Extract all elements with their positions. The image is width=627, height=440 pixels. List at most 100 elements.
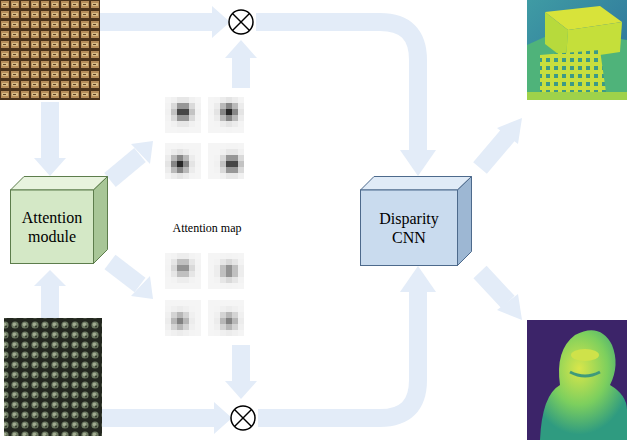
attention-cell [226,97,232,103]
attention-cell [165,283,171,289]
attention-cell [226,306,232,312]
attention-cell [183,283,189,289]
attention-cell [208,109,214,115]
box-side-face [94,177,108,264]
attention-cell [220,97,226,103]
attention-cell [220,115,226,121]
attention-cell [232,300,238,306]
attention-cell [232,265,238,271]
attention-cell [177,324,183,330]
attention-cell [165,167,171,173]
attention-cell [232,253,238,259]
attention-cell [165,149,171,155]
attention-cell [189,318,195,324]
attention-cell [220,127,226,133]
attention-cell [195,155,201,161]
attention-cell [189,97,195,103]
attention-cell [238,97,244,103]
attention-cell [171,127,177,133]
attention-cell [208,271,214,277]
attention-cell [232,330,238,336]
attention-cell [238,115,244,121]
attention-cell [214,149,220,155]
attention-cell [183,155,189,161]
attention-cell [171,121,177,127]
attention-cell [226,143,232,149]
attention-cell [183,330,189,336]
attention-cell [214,143,220,149]
attention-cell [208,300,214,306]
attention-cell [189,277,195,283]
attention-cell [177,149,183,155]
attention-cell [238,173,244,179]
attention-cell [220,312,226,318]
attention-cell [165,271,171,277]
attention-cell [177,330,183,336]
attention-cell [189,271,195,277]
attention-cell [208,149,214,155]
attention-cell [208,167,214,173]
attention-cell [165,161,171,167]
attention-cell [220,300,226,306]
attention-cell [171,167,177,173]
attention-cell [226,324,232,330]
attention-cell [226,173,232,179]
attention-cell [220,143,226,149]
attention-cell [226,103,232,109]
attention-map-grids [165,97,244,336]
attention-cell [177,161,183,167]
attention-cell [177,127,183,133]
attention-cell [220,155,226,161]
attention-cell [177,253,183,259]
attention-cell [208,115,214,121]
attention-cell [226,121,232,127]
attention-cell [195,318,201,324]
attention-cell [214,330,220,336]
attention-cell [183,324,189,330]
attention-cell [189,149,195,155]
attention-cell [238,167,244,173]
attention-cell [214,161,220,167]
attention-map [208,253,244,289]
attention-cell [195,161,201,167]
attention-cell [226,109,232,115]
attention-cell [195,109,201,115]
attention-cell [208,265,214,271]
light-field-image [0,0,100,100]
attention-cell [189,265,195,271]
attention-cell [220,265,226,271]
attention-cell [171,283,177,289]
attention-cell [220,173,226,179]
attention-cell [165,259,171,265]
attention-cell [189,330,195,336]
flow-arrows [50,22,508,418]
attention-cell [165,109,171,115]
attention-cell [195,277,201,283]
attention-cell [165,277,171,283]
attention-cell [171,265,177,271]
attention-cell [183,173,189,179]
attention-cell [183,103,189,109]
attention-cell [214,324,220,330]
attention-cell [220,161,226,167]
attention-cell [232,109,238,115]
attention-cell [238,103,244,109]
attention-cell [238,318,244,324]
attention-cell [232,312,238,318]
attention-cell [238,121,244,127]
attention-map [165,143,201,179]
attention-cell [183,271,189,277]
attention-cell [183,265,189,271]
attention-cell [189,306,195,312]
attention-cell [177,259,183,265]
attention-cell [195,127,201,133]
attention-cell [171,253,177,259]
attention-cell [214,306,220,312]
attention-cell [232,121,238,127]
attention-cell [232,97,238,103]
attention-cell [165,143,171,149]
attention-cell [208,306,214,312]
attention-cell [226,330,232,336]
attention-cell [220,271,226,277]
attention-cell [232,161,238,167]
